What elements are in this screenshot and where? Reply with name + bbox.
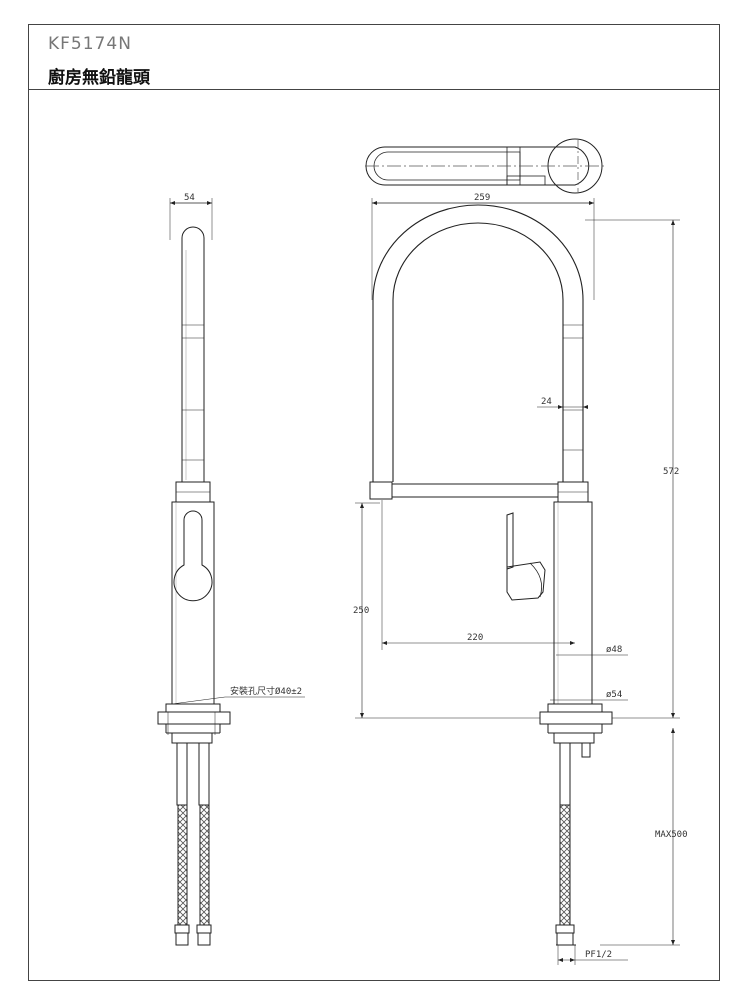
dim-thread: PF1/2 [585, 950, 612, 960]
dim-reach: 220 [467, 633, 483, 643]
top-view [365, 138, 605, 194]
model-number: KF5174N [48, 34, 132, 54]
dim-body-diameter: ø48 [606, 645, 622, 655]
front-view [355, 198, 680, 965]
dim-hose-length: MAX500 [655, 830, 688, 840]
title-block-divider [28, 89, 720, 90]
product-title: 廚房無鉛龍頭 [48, 68, 150, 88]
dim-hole-size: 安裝孔尺寸Ø40±2 [230, 685, 302, 697]
dim-base-diameter: ø54 [606, 690, 622, 700]
dimension-arrows [170, 201, 675, 962]
dim-total-width: 259 [474, 193, 490, 203]
dim-tube-diameter: 24 [541, 397, 552, 407]
dim-side-width: 54 [184, 193, 195, 203]
side-view [157, 198, 305, 946]
dim-total-height: 572 [663, 467, 679, 477]
dim-spout-height: 250 [353, 606, 369, 616]
drawing-frame [28, 24, 720, 981]
